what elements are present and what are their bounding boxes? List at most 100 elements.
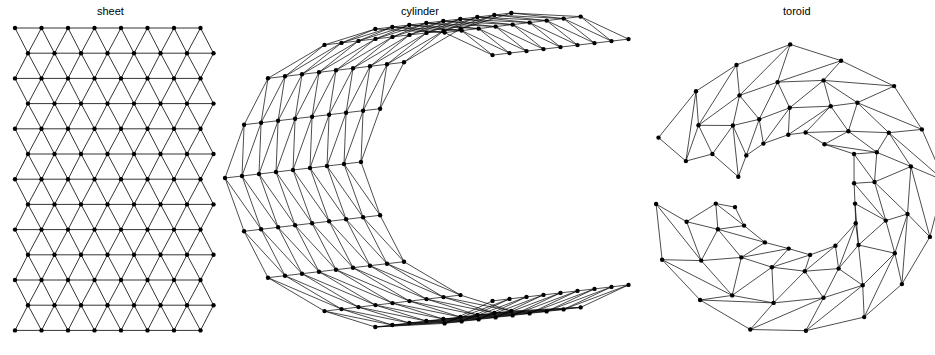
mesh-edge xyxy=(774,298,824,303)
mesh-edge xyxy=(242,123,261,176)
mesh-edge xyxy=(319,272,393,303)
mesh-edge xyxy=(148,255,161,280)
mesh-vertex xyxy=(198,26,202,30)
mesh-edge xyxy=(578,289,595,291)
mesh-vertex xyxy=(145,76,149,80)
mesh-vertex xyxy=(716,227,720,231)
mesh-edge xyxy=(121,305,134,330)
mesh-edge xyxy=(763,135,788,144)
mesh-edge xyxy=(28,305,42,330)
mesh-edge xyxy=(285,276,359,307)
mesh-edge xyxy=(839,269,863,286)
mesh-edge xyxy=(268,278,342,309)
mesh-edge xyxy=(81,230,95,255)
mesh-edge xyxy=(805,269,839,272)
mesh-edge xyxy=(15,28,28,53)
mesh-vertex xyxy=(770,265,774,269)
mesh-vertex xyxy=(509,309,513,313)
mesh-edge xyxy=(15,53,28,78)
mesh-edge xyxy=(15,330,42,331)
mesh-edge xyxy=(81,53,95,78)
mesh-edge xyxy=(95,255,108,280)
mesh-edge xyxy=(148,28,175,29)
mesh-vertex xyxy=(378,107,382,111)
mesh-vertex xyxy=(356,39,360,43)
mesh-edge xyxy=(201,104,214,129)
mesh-edge xyxy=(161,53,188,54)
mesh-edge xyxy=(201,28,214,53)
mesh-vertex xyxy=(66,328,70,332)
mesh-vertex xyxy=(407,321,411,325)
mesh-vertex xyxy=(185,303,189,307)
mesh-edge xyxy=(788,108,789,135)
mesh-edge xyxy=(81,305,95,330)
mesh-edge xyxy=(42,229,69,230)
mesh-edge xyxy=(327,164,344,166)
mesh-edge xyxy=(174,104,187,129)
mesh-edge xyxy=(788,106,830,135)
mesh-edge xyxy=(15,78,28,103)
mesh-edge xyxy=(336,268,353,270)
mesh-edge xyxy=(276,119,295,172)
mesh-edge xyxy=(55,305,69,330)
mesh-edge xyxy=(493,299,510,301)
mesh-vertex xyxy=(339,307,343,311)
mesh-edge xyxy=(108,305,135,306)
mesh-edge xyxy=(28,103,55,104)
mesh-edge xyxy=(261,227,278,229)
mesh-edge xyxy=(461,295,512,311)
mesh-vertex xyxy=(424,297,428,301)
mesh-edge xyxy=(854,183,856,203)
mesh-edge xyxy=(735,207,744,226)
mesh-edge xyxy=(855,204,886,221)
mesh-vertex xyxy=(660,258,664,262)
mesh-vertex xyxy=(158,202,162,206)
mesh-edge xyxy=(806,317,864,331)
mesh-vertex xyxy=(13,328,17,332)
mesh-edge xyxy=(302,43,342,74)
mesh-vertex xyxy=(276,225,280,229)
mesh-edge xyxy=(108,305,122,330)
mesh-edge xyxy=(42,78,69,79)
mesh-edge xyxy=(612,39,629,41)
mesh-vertex xyxy=(276,119,280,123)
mesh-edge xyxy=(346,111,363,113)
mesh-edge xyxy=(825,144,855,154)
mesh-edge xyxy=(310,115,329,168)
mesh-edge xyxy=(561,291,578,293)
mesh-edge xyxy=(81,204,95,229)
mesh-vertex xyxy=(892,84,896,88)
mesh-edge xyxy=(28,280,42,305)
mesh-edge xyxy=(701,257,741,260)
mesh-edge xyxy=(161,154,188,155)
mesh-edge xyxy=(68,53,81,78)
sheet-mesh xyxy=(13,26,216,333)
mesh-edge xyxy=(342,309,393,325)
mesh-edge xyxy=(161,305,175,330)
mesh-vertex xyxy=(266,276,270,280)
mesh-edge xyxy=(161,104,175,129)
mesh-edge xyxy=(148,204,161,229)
mesh-edge xyxy=(68,154,81,179)
mesh-edge xyxy=(42,104,55,129)
mesh-vertex xyxy=(734,63,738,67)
mesh-edge xyxy=(363,215,380,217)
mesh-vertex xyxy=(119,26,123,30)
mesh-vertex xyxy=(731,123,735,127)
mesh-vertex xyxy=(385,262,389,266)
mesh-vertex xyxy=(684,220,688,224)
mesh-edge xyxy=(285,274,302,276)
mesh-edge xyxy=(108,230,122,255)
mesh-vertex xyxy=(854,221,858,225)
mesh-edge xyxy=(278,227,319,271)
mesh-vertex xyxy=(373,325,377,329)
mesh-edge xyxy=(42,280,55,305)
mesh-edge xyxy=(242,176,261,229)
mesh-edge xyxy=(81,129,95,154)
mesh-edge xyxy=(774,271,805,303)
mesh-vertex xyxy=(172,278,176,282)
mesh-edge xyxy=(908,167,911,215)
mesh-edge xyxy=(581,285,629,308)
mesh-vertex xyxy=(92,26,96,30)
mesh-edge xyxy=(312,223,353,267)
